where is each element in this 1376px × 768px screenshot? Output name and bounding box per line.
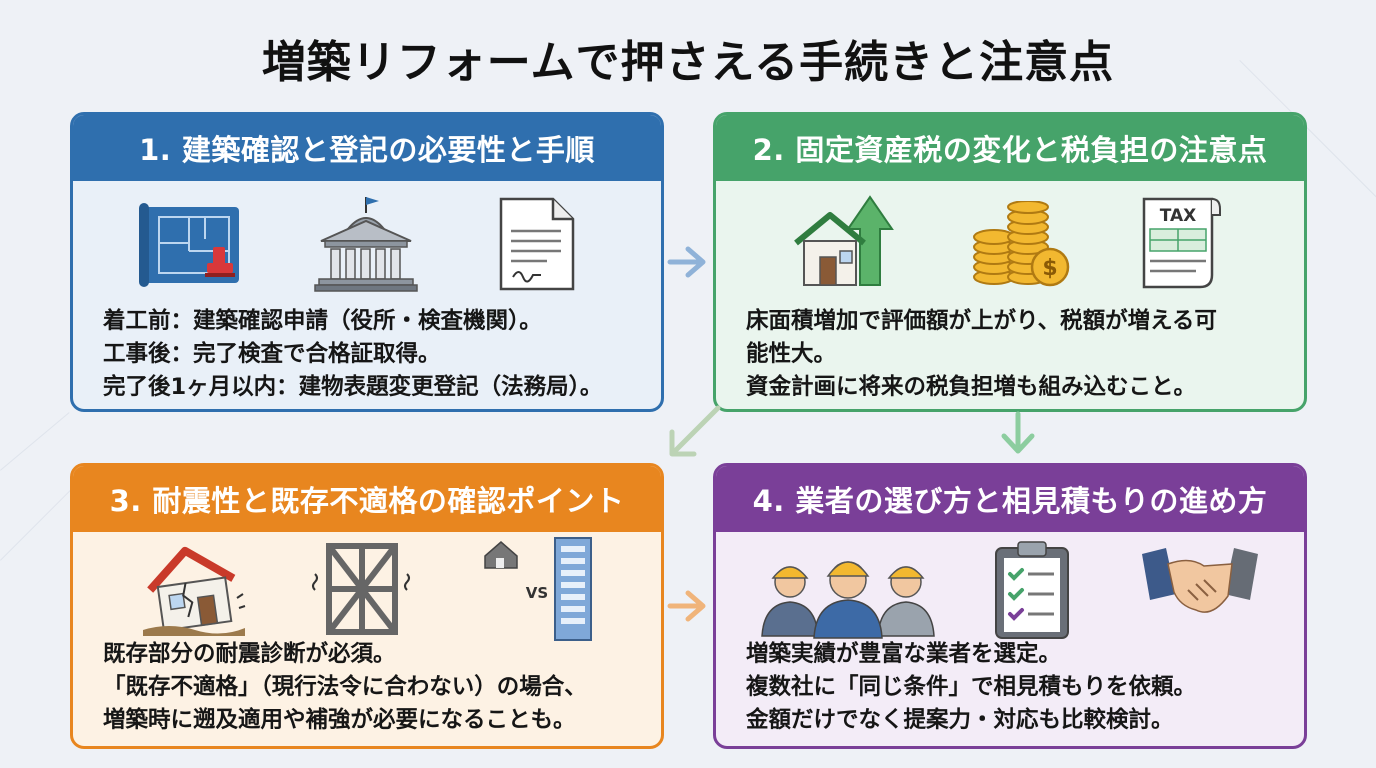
card-line: 金額だけでなく提案力・対応も比較検討。 <box>746 707 1174 733</box>
svg-text:$: $ <box>1042 256 1057 281</box>
card-line: 増築時に遡及適用や補強が必要になることも。 <box>103 707 576 733</box>
card-line: 床面積増加で評価額が上がり、税額が増える可 <box>746 308 1217 334</box>
arrow-diagonal-icon <box>669 405 721 457</box>
card-body: 既存部分の耐震診断が必須。 「既存不適格」（現行法令に合わない）の場合、 増築時… <box>103 638 641 737</box>
card-body: 床面積増加で評価額が上がり、税額が増える可 能性大。 資金計画に将来の税負担増も… <box>746 305 1284 404</box>
document-signature-icon <box>499 197 575 291</box>
blueprint-stamp-icon <box>139 203 239 287</box>
card-contractor-selection: 4. 業者の選び方と相見積もりの進め方 <box>713 463 1307 749</box>
card-property-tax: 2. 固定資産税の変化と税負担の注意点 $ TAX <box>713 112 1307 412</box>
card-line: 能性大。 <box>746 341 837 367</box>
card-line: 工事後：完了検査で合格証取得。 <box>103 341 441 367</box>
background-line <box>1299 120 1376 234</box>
house-vs-building-icon: VS <box>484 537 592 641</box>
card-heading: 4. 業者の選び方と相見積もりの進め方 <box>716 466 1304 532</box>
card-heading: 3. 耐震性と既存不適格の確認ポイント <box>73 466 661 532</box>
card-line: 「既存不適格」（現行法令に合わない）の場合、 <box>103 674 587 700</box>
card-line: 既存部分の耐震診断が必須。 <box>103 641 396 667</box>
card-heading: 1. 建築確認と登記の必要性と手順 <box>73 115 661 181</box>
card-heading: 2. 固定資産税の変化と税負担の注意点 <box>716 115 1304 181</box>
arrow-down-icon <box>1001 411 1035 454</box>
card-seismic-check: 3. 耐震性と既存不適格の確認ポイント VS <box>70 463 664 749</box>
arrow-right-top-icon <box>667 246 706 278</box>
card-line: 完了後1ヶ月以内：建物表題変更登記（法務局）。 <box>103 374 603 400</box>
braced-frame-icon <box>312 543 410 635</box>
arrow-right-bottom-icon <box>667 590 706 622</box>
card-line: 着工前：建築確認申請（役所・検査機関）。 <box>103 308 542 334</box>
checklist-clipboard-icon <box>995 541 1069 639</box>
construction-workers-icon <box>761 561 935 639</box>
card-body: 着工前：建築確認申請（役所・検査機関）。 工事後：完了検査で合格証取得。 完了後… <box>103 305 641 404</box>
government-building-icon <box>314 197 418 292</box>
card-building-confirmation: 1. 建築確認と登記の必要性と手順 <box>70 112 664 412</box>
card-line: 複数社に「同じ条件」で相見積もりを依頼。 <box>746 674 1197 700</box>
background-line <box>0 412 70 471</box>
cracked-house-icon <box>143 546 246 636</box>
tax-label: TAX <box>1160 206 1197 226</box>
card-body: 増築実績が豊富な業者を選定。 複数社に「同じ条件」で相見積もりを依頼。 金額だけ… <box>746 638 1284 737</box>
house-growth-arrow-icon <box>794 195 894 286</box>
page-title: 増築リフォームで押さえる手続きと注意点 <box>261 37 1115 88</box>
coin-stack-icon: $ <box>973 201 1070 287</box>
handshake-icon <box>1142 548 1258 613</box>
tax-document-icon: TAX <box>1142 197 1221 289</box>
card-line: 増築実績が豊富な業者を選定。 <box>746 641 1062 667</box>
card-line: 資金計画に将来の税負担増も組み込むこと。 <box>746 374 1197 400</box>
vs-label: VS <box>526 584 548 602</box>
